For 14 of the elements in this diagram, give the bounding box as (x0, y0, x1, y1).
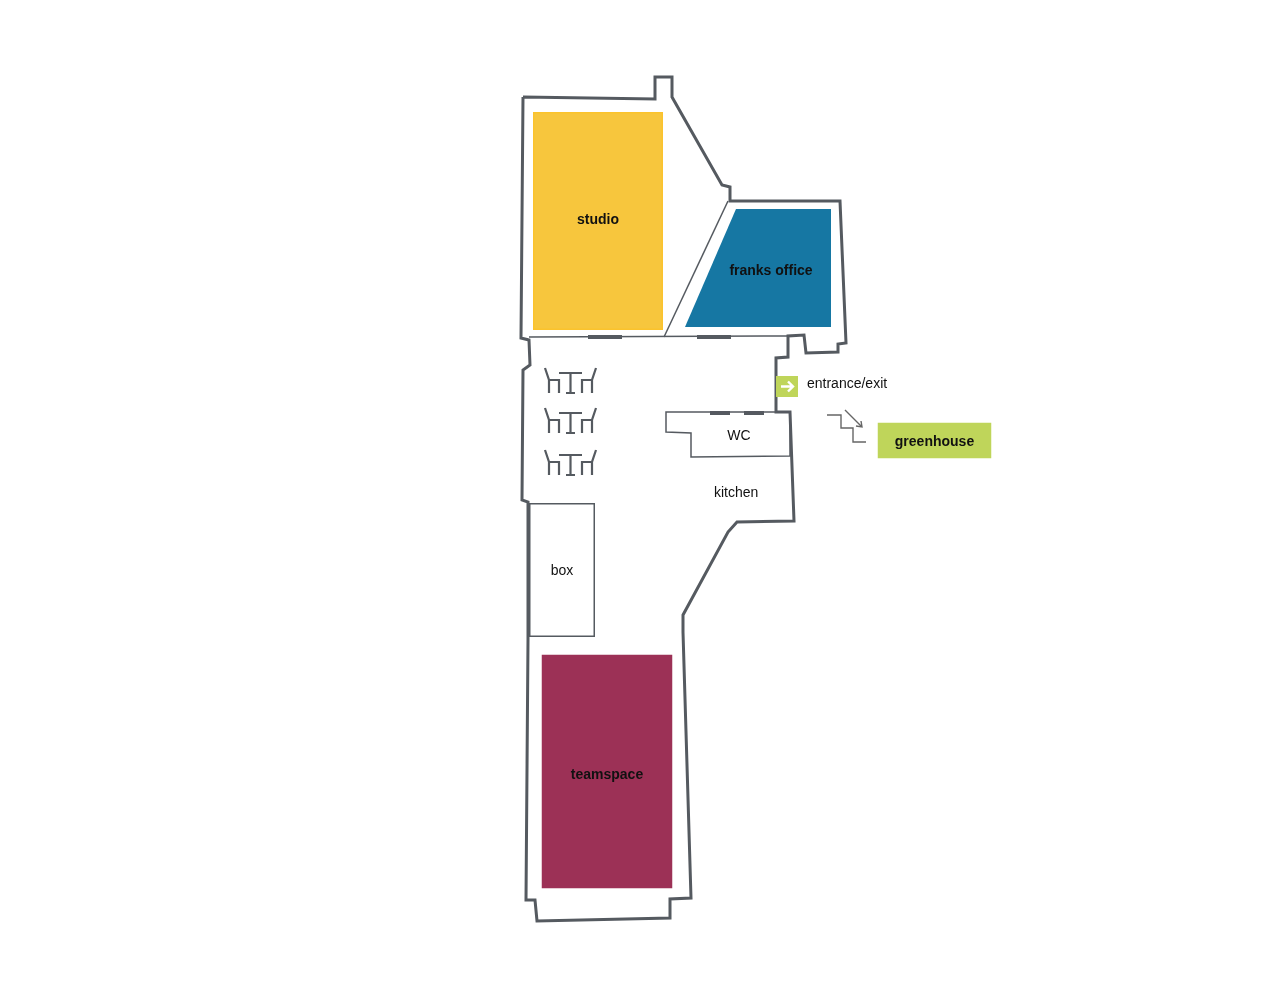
room-name: WC (727, 426, 751, 443)
room-area (685, 209, 831, 327)
room-area (541, 654, 673, 889)
room-outline (529, 503, 595, 637)
room-name: franks office (729, 262, 813, 278)
room-label-box (877, 422, 992, 459)
room-name: greenhouse (894, 432, 975, 449)
room-name: teamspace (570, 765, 644, 782)
room-name: kitchen (714, 484, 759, 500)
room-name: box (550, 562, 574, 578)
room-outline (666, 412, 790, 457)
room-name: studio (577, 211, 619, 227)
entrance-label: entrance/exit (807, 375, 888, 391)
room-area (533, 112, 663, 330)
